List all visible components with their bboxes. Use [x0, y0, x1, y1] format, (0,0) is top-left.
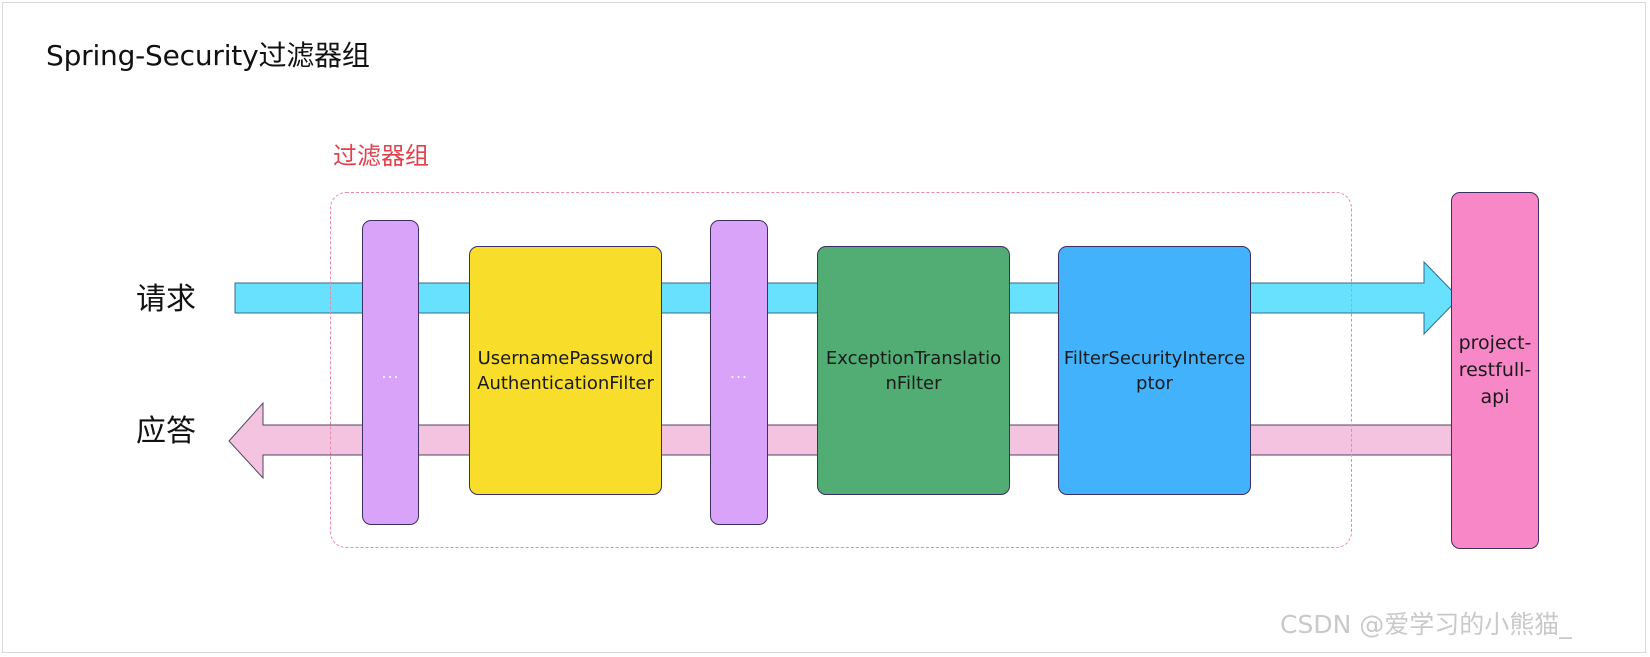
filter-ellipsis-text: ...	[381, 363, 400, 382]
filter-security-interceptor-label: FilterSecurityInterceptor	[1063, 347, 1246, 394]
watermark: CSDN @爱学习的小熊猫_	[1280, 610, 1572, 639]
request-label: 请求	[136, 282, 196, 317]
response-label: 应答	[136, 414, 196, 449]
exception-translation-filter-block: ExceptionTranslationFilter	[817, 246, 1010, 495]
page-title: Spring-Security过滤器组	[46, 39, 370, 72]
username-password-filter-label: UsernamePasswordAuthenticationFilter	[477, 347, 654, 394]
filter-group-boundary	[330, 192, 1352, 548]
exception-translation-filter-label: ExceptionTranslationFilter	[825, 347, 1002, 394]
username-password-filter-block: UsernamePasswordAuthenticationFilter	[469, 246, 662, 495]
filter-ellipsis-block: ...	[362, 220, 419, 525]
filter-security-interceptor-block: FilterSecurityInterceptor	[1058, 246, 1251, 495]
filter-ellipsis-block-2: ...	[710, 220, 768, 525]
target-service-block: project-restfull-api	[1451, 192, 1539, 549]
filter-ellipsis-text-2: ...	[729, 363, 749, 382]
target-service-label: project-restfull-api	[1458, 332, 1532, 408]
filter-group-label: 过滤器组	[333, 142, 429, 170]
